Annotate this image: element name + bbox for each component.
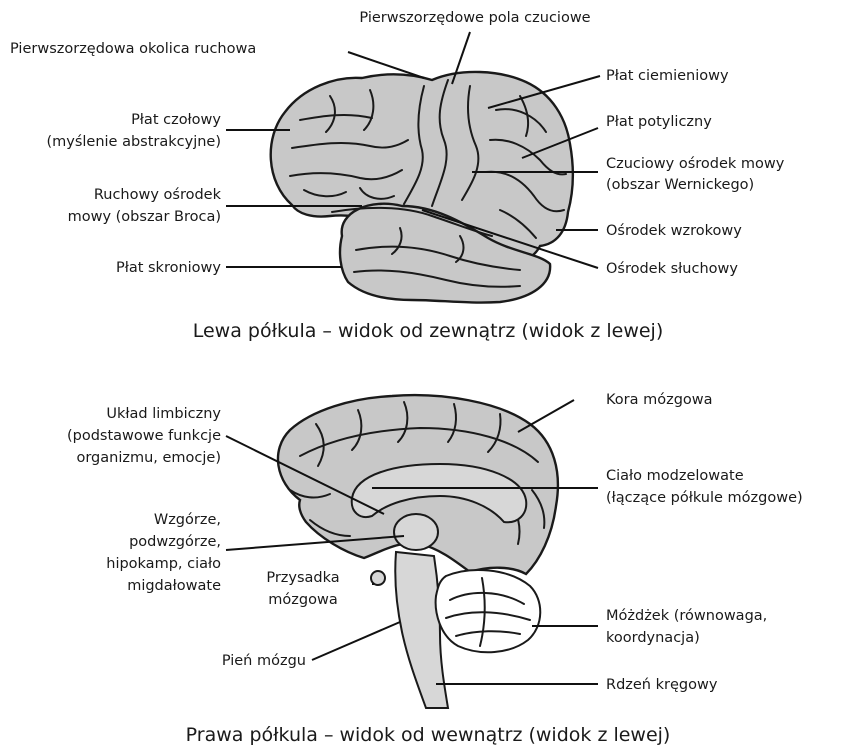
label-frontal-lobe-desc: (myślenie abstrakcyjne) (46, 134, 221, 150)
cerebellum (436, 570, 541, 652)
label-hypothalamus: podwzgórze, (129, 534, 221, 550)
label-parietal-lobe: Płat ciemieniowy (606, 68, 729, 84)
label-pituitary: Przysadka (266, 570, 339, 586)
label-broca-desc: mowy (obszar Broca) (68, 209, 221, 225)
label-wernicke: Czuciowy ośrodek mowy (606, 156, 785, 172)
label-limbic-system: Układ limbiczny (106, 406, 221, 422)
caption-left-hemisphere: Lewa półkula – widok od zewnątrz (widok … (193, 320, 664, 342)
label-primary-sensory: Pierwszorzędowe pola czuciowe (359, 10, 590, 26)
label-frontal-lobe: Płat czołowy (131, 112, 221, 128)
label-visual-center: Ośrodek wzrokowy (606, 223, 742, 239)
label-temporal-lobe: Płat skroniowy (116, 260, 221, 276)
medial-brain-drawing (278, 395, 558, 708)
label-cerebral-cortex: Kora mózgowa (606, 392, 713, 408)
label-limbic-desc-2: organizmu, emocje) (76, 450, 221, 466)
label-limbic-desc-1: (podstawowe funkcje (67, 428, 221, 444)
label-thalamus: Wzgórze, (154, 512, 221, 528)
label-primary-motor: Pierwszorzędowa okolica ruchowa (10, 41, 256, 57)
label-cerebellum-desc: koordynacja) (606, 630, 700, 646)
label-hippocampus: hipokamp, ciało (106, 556, 221, 572)
label-broca: Ruchowy ośrodek (94, 187, 222, 203)
label-corpus-callosum: Ciało modzelowate (606, 468, 744, 484)
label-amygdala: migdałowate (127, 578, 221, 594)
label-occipital-lobe: Płat potyliczny (606, 114, 712, 130)
label-spinal-cord: Rdzeń kręgowy (606, 677, 718, 693)
thalamus (394, 514, 438, 550)
label-pituitary-desc: mózgowa (268, 592, 337, 608)
caption-right-hemisphere: Prawa półkula – widok od wewnątrz (widok… (186, 724, 671, 746)
pituitary-gland (371, 571, 385, 585)
label-brainstem: Pień mózgu (222, 653, 306, 669)
label-wernicke-desc: (obszar Wernickego) (606, 177, 754, 193)
label-auditory-center: Ośrodek słuchowy (606, 261, 738, 277)
label-cerebellum: Móżdżek (równowaga, (606, 608, 767, 624)
label-corpus-callosum-desc: (łączące półkule mózgowe) (606, 490, 803, 506)
